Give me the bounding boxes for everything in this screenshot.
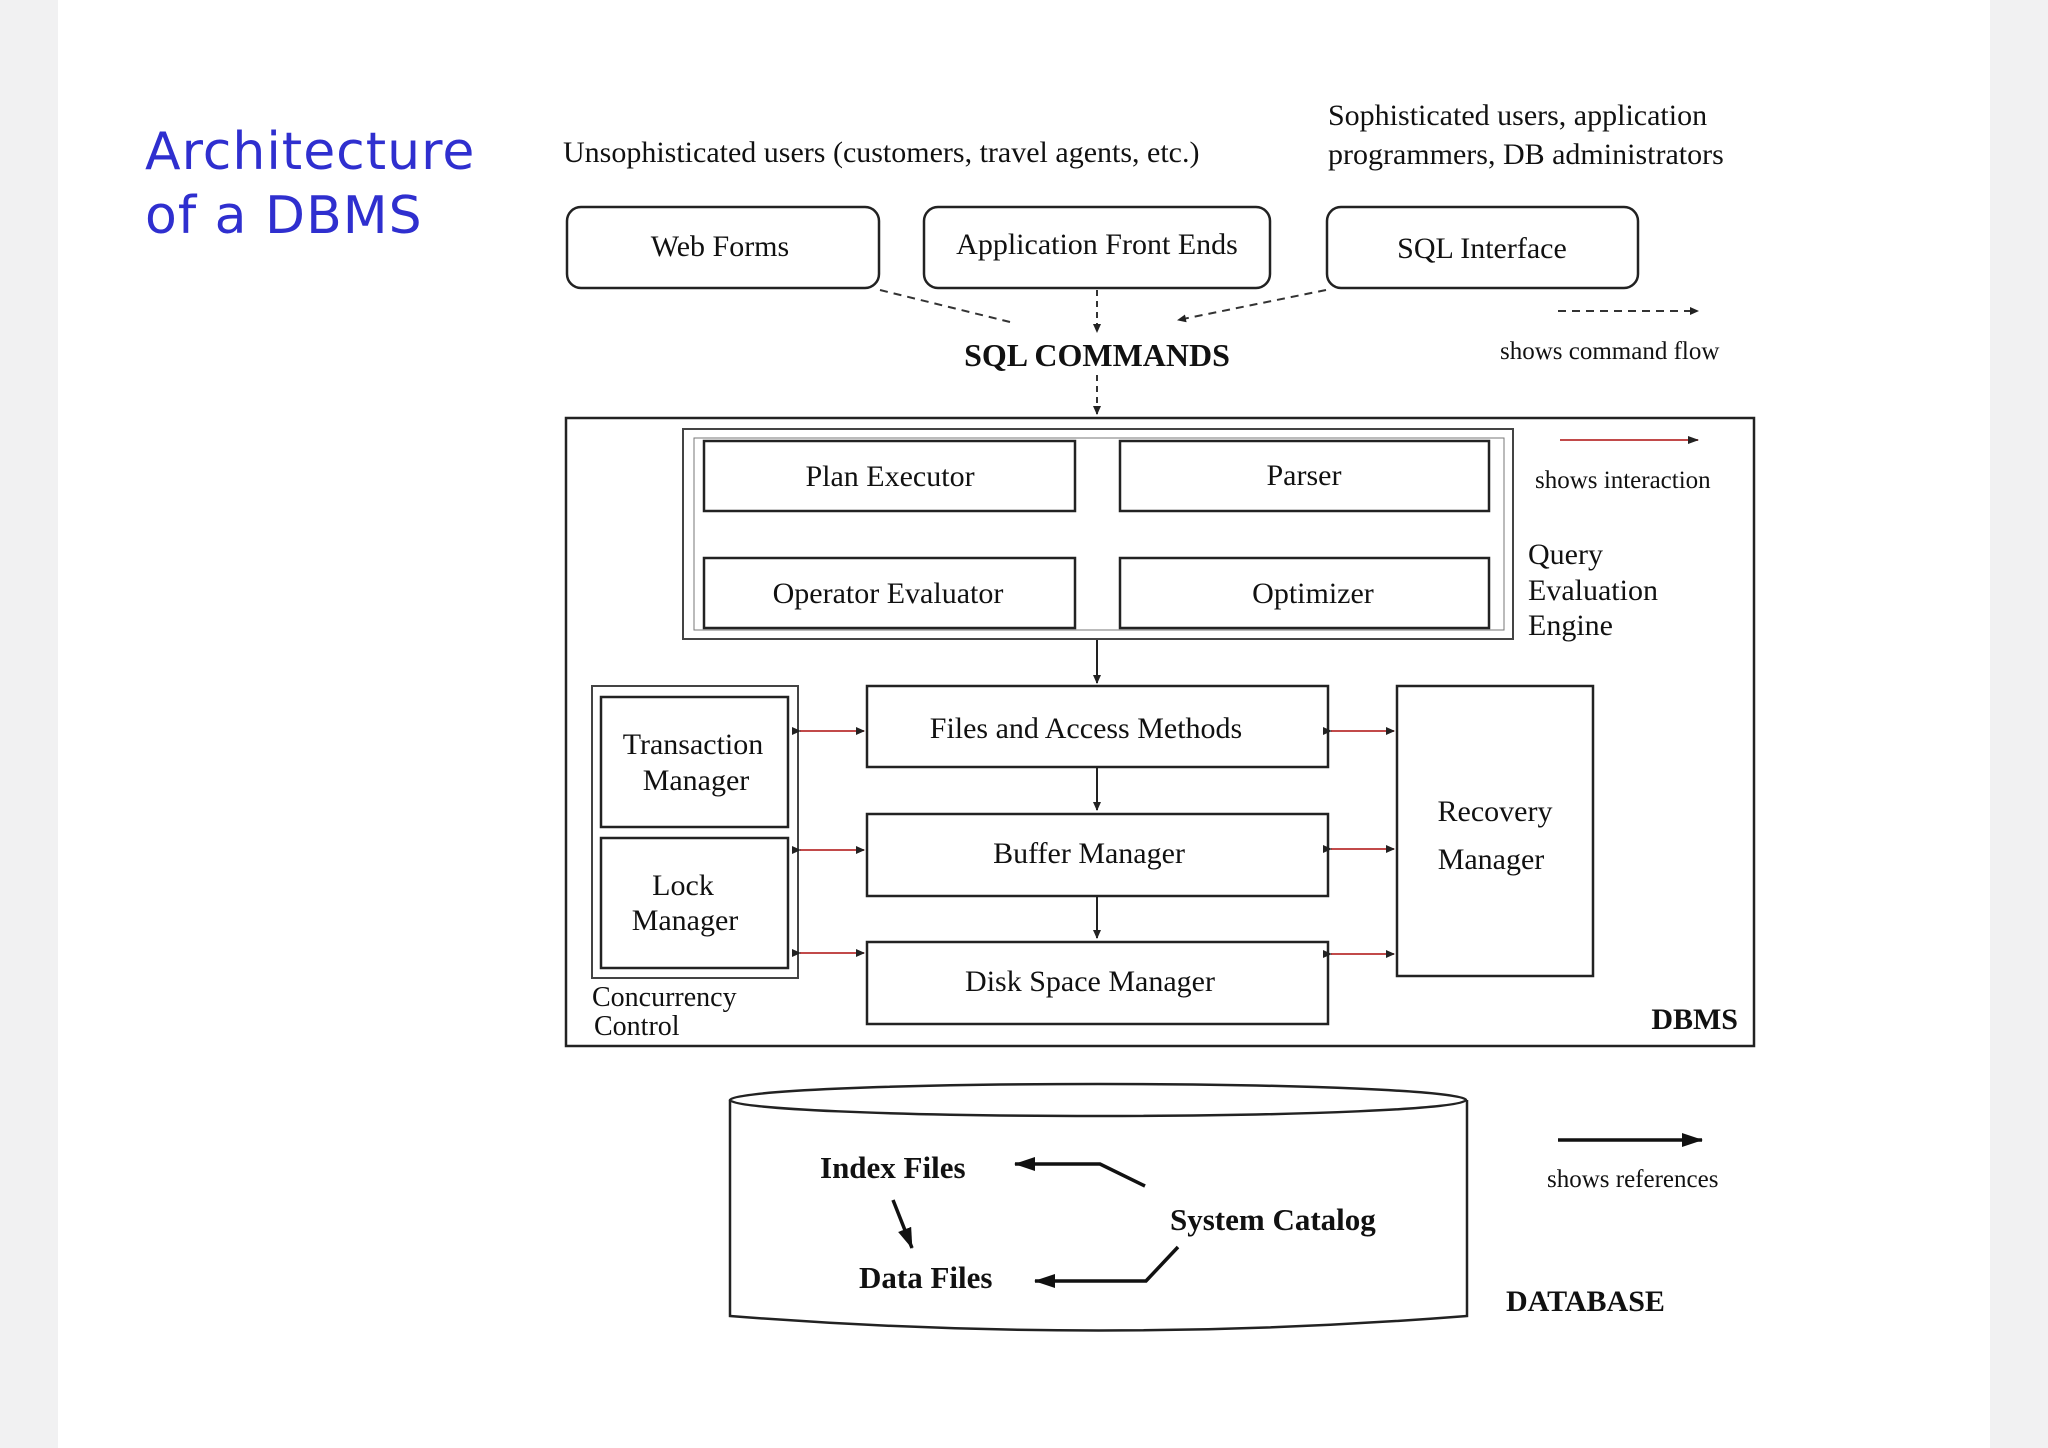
files-and-access-methods-box: Files and Access Methods xyxy=(865,684,1330,769)
legend-interaction-label: shows interaction xyxy=(1535,467,1711,494)
files-and-access-methods-label: Files and Access Methods xyxy=(930,712,1242,745)
sql-interface-label: SQL Interface xyxy=(1397,232,1567,265)
reference-arrow-index-to-data xyxy=(891,1199,914,1249)
web-forms-label: Web Forms xyxy=(651,230,789,263)
application-front-ends-box: Application Front Ends xyxy=(922,205,1272,290)
plan-executor-label: Plan Executor xyxy=(805,460,974,493)
concurrency-control-label-line-1: Concurrency xyxy=(592,982,737,1013)
lock-manager-label-line-2: Manager xyxy=(632,904,739,937)
query-evaluation-engine-box xyxy=(682,428,1514,640)
transaction-manager-label-line-2: Manager xyxy=(643,764,750,797)
recovery-manager-label-line-1: Recovery xyxy=(1438,795,1553,828)
slide-title: Architecture of a DBMS xyxy=(145,120,475,248)
web-forms-box: Web Forms xyxy=(565,205,881,290)
plan-executor-box: Plan Executor xyxy=(702,439,1077,513)
slide-title-line-1: Architecture xyxy=(145,122,476,182)
parser-label: Parser xyxy=(1267,459,1342,492)
lock-manager-box: Lock Manager xyxy=(599,836,790,970)
query-evaluation-engine-inner-border xyxy=(693,437,1505,631)
buffer-manager-box: Buffer Manager xyxy=(865,812,1330,898)
concurrency-control-label-line-2: Control xyxy=(594,1011,680,1042)
sql-interface-box: SQL Interface xyxy=(1325,205,1640,290)
operator-evaluator-label: Operator Evaluator xyxy=(773,577,1004,610)
reference-arrows xyxy=(891,1133,1703,1288)
query-engine-label-line-3: Engine xyxy=(1528,609,1613,642)
transaction-manager-box: Transaction Manager xyxy=(599,695,790,829)
concurrency-control-box xyxy=(591,685,799,979)
transaction-manager-label-line-1: Transaction xyxy=(623,728,764,761)
database-cylinder xyxy=(728,1082,1469,1332)
sophisticated-users-label-line-2: programmers, DB administrators xyxy=(1328,138,1724,171)
optimizer-label: Optimizer xyxy=(1252,577,1374,610)
operator-evaluator-box: Operator Evaluator xyxy=(702,556,1077,630)
data-files-label: Data Files xyxy=(859,1260,992,1295)
sophisticated-users-label-line-1: Sophisticated users, application xyxy=(1328,99,1707,132)
legend-command-flow-label: shows command flow xyxy=(1500,338,1719,365)
command-flow-arrow-sql-interface xyxy=(1177,289,1327,323)
dbms-box xyxy=(564,416,1756,1048)
dbms-label: DBMS xyxy=(1651,1003,1738,1036)
reference-arrow-catalog-to-data xyxy=(1034,1245,1180,1288)
lock-manager-label-line-1: Lock xyxy=(652,869,714,902)
parser-box: Parser xyxy=(1118,439,1491,513)
disk-space-manager-label: Disk Space Manager xyxy=(965,965,1215,998)
disk-space-manager-box: Disk Space Manager xyxy=(865,940,1330,1026)
query-engine-label-line-2: Evaluation xyxy=(1528,574,1658,607)
slide-title-line-2: of a DBMS xyxy=(145,186,423,246)
interaction-arrows xyxy=(792,727,1395,958)
application-front-ends-label: Application Front Ends xyxy=(956,228,1238,261)
database-label: DATABASE xyxy=(1506,1285,1665,1318)
command-flow-arrow-web-forms xyxy=(879,289,1011,323)
buffer-manager-label: Buffer Manager xyxy=(993,837,1185,870)
reference-arrow-catalog-to-index xyxy=(1014,1157,1146,1188)
query-engine-label-line-1: Query xyxy=(1528,538,1603,571)
legend-references-label: shows references xyxy=(1547,1166,1718,1193)
index-files-label: Index Files xyxy=(820,1150,966,1185)
system-catalog-label: System Catalog xyxy=(1170,1202,1376,1237)
recovery-manager-box: Recovery Manager xyxy=(1395,684,1595,978)
sql-commands-label: SQL COMMANDS xyxy=(964,337,1230,373)
optimizer-box: Optimizer xyxy=(1118,556,1491,630)
recovery-manager-label-line-2: Manager xyxy=(1438,843,1545,876)
unsophisticated-users-label: Unsophisticated users (customers, travel… xyxy=(563,136,1199,169)
